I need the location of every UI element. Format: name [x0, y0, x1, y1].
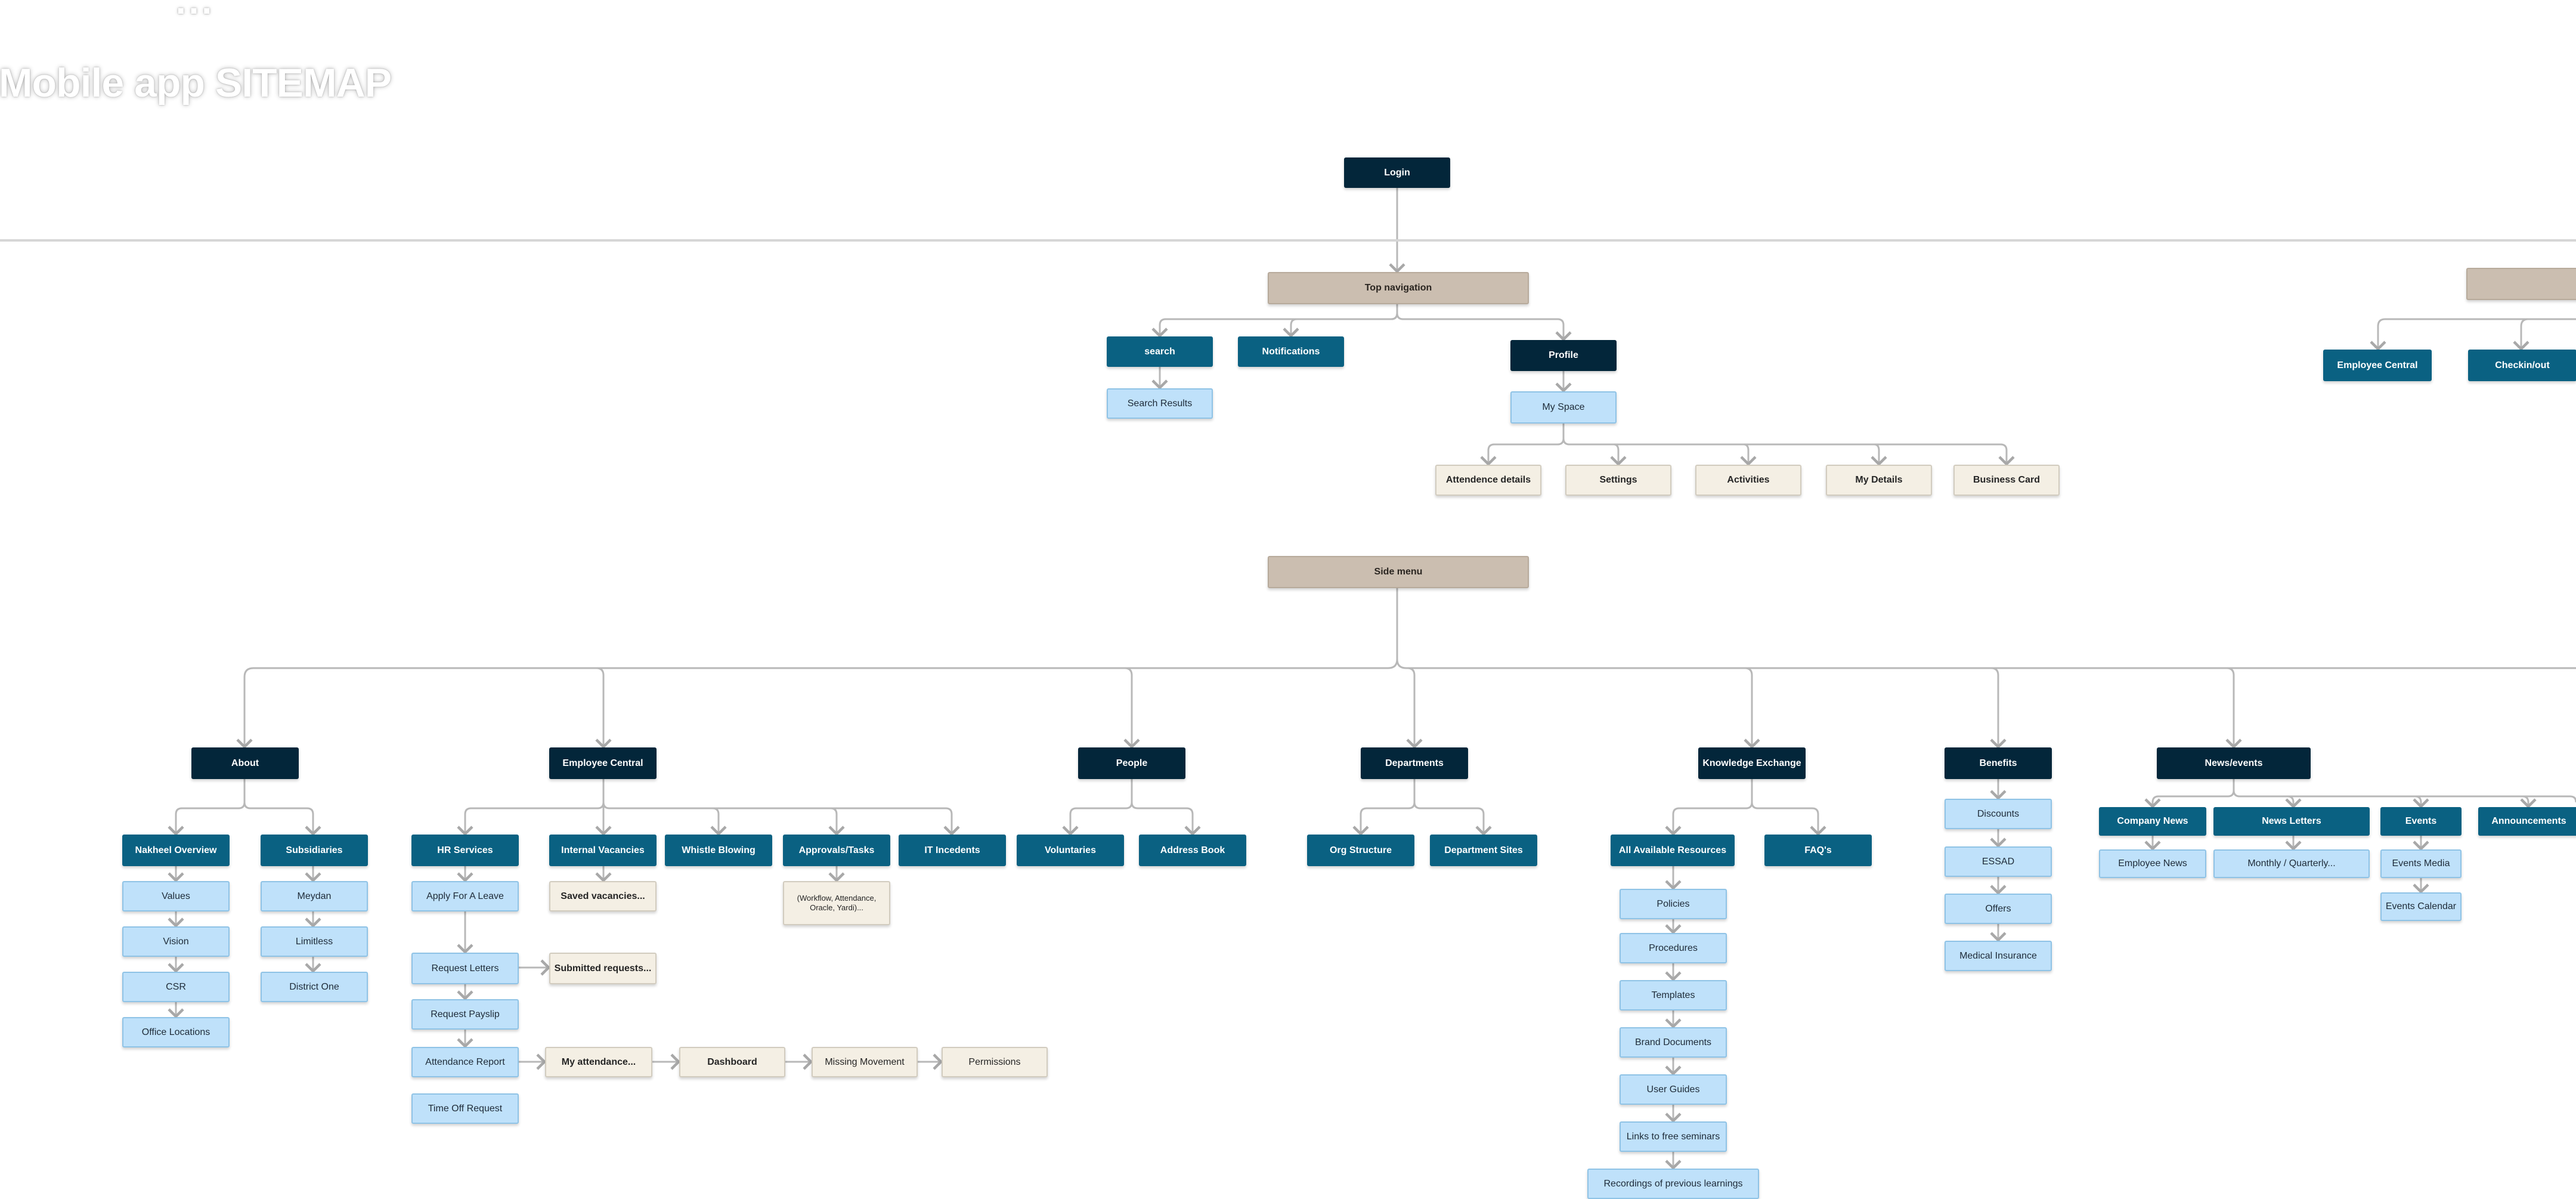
node-org-structure[interactable]: Org Structure — [1307, 835, 1414, 866]
node-attendence-details[interactable]: Attendence details — [1435, 465, 1541, 496]
node-people[interactable]: People — [1078, 747, 1185, 779]
node-profile[interactable]: Profile — [1510, 340, 1617, 371]
node-settings[interactable]: Settings — [1565, 465, 1671, 496]
node-search-results[interactable]: Search Results — [1107, 388, 1213, 419]
node-missing-movement[interactable]: Missing Movement — [812, 1047, 918, 1077]
node-request-payslip[interactable]: Request Payslip — [411, 999, 519, 1030]
node-my-details[interactable]: My Details — [1826, 465, 1932, 496]
node-news-letters[interactable]: News Letters — [2213, 807, 2370, 836]
node-employee-news[interactable]: Employee News — [2099, 849, 2206, 878]
node-benefits[interactable]: Benefits — [1945, 747, 2052, 779]
node-approvals-tasks[interactable]: Approvals/Tasks — [783, 835, 890, 866]
node-departments[interactable]: Departments — [1361, 747, 1468, 779]
node-side-menu[interactable]: Side menu — [1268, 556, 1529, 588]
node-my-attendance[interactable]: My attendance... — [545, 1047, 652, 1077]
node-apply-for-a-leave[interactable]: Apply For A Leave — [411, 881, 519, 911]
node-activities[interactable]: Activities — [1695, 465, 1801, 496]
node-events-media[interactable]: Events Media — [2380, 849, 2462, 878]
node-brand-documents[interactable]: Brand Documents — [1620, 1027, 1727, 1058]
node-limitless[interactable]: Limitless — [261, 926, 368, 957]
node-internal-vacancies[interactable]: Internal Vacancies — [549, 835, 657, 866]
node-hr-services[interactable]: HR Services — [411, 835, 519, 866]
node-procedures[interactable]: Procedures — [1620, 933, 1727, 963]
node-subsidiaries[interactable]: Subsidiaries — [261, 835, 368, 866]
node-announcements[interactable]: Announcements — [2478, 807, 2576, 836]
node-policies[interactable]: Policies — [1620, 889, 1727, 919]
node-all-available-resources[interactable]: All Available Resources — [1611, 835, 1735, 866]
node-employee-central[interactable]: Employee Central — [549, 747, 657, 779]
node-essad[interactable]: ESSAD — [1945, 846, 2052, 877]
node-employee-central-right[interactable]: Employee Central — [2323, 350, 2432, 381]
node-whistle-blowing[interactable]: Whistle Blowing — [665, 835, 772, 866]
node-meydan[interactable]: Meydan — [261, 881, 368, 911]
node-approvals-detail[interactable]: (Workflow, Attendance, Oracle, Yardi)... — [783, 881, 890, 925]
divider-line — [0, 239, 2576, 242]
node-office-locations[interactable]: Office Locations — [122, 1017, 230, 1047]
node-department-sites[interactable]: Department Sites — [1430, 835, 1537, 866]
node-faqs[interactable]: FAQ's — [1764, 835, 1872, 866]
node-request-letters[interactable]: Request Letters — [411, 953, 519, 984]
node-discounts[interactable]: Discounts — [1945, 799, 2052, 829]
node-medical-insurance[interactable]: Medical Insurance — [1945, 941, 2052, 971]
node-notifications[interactable]: Notifications — [1238, 336, 1344, 367]
node-district-one[interactable]: District One — [261, 972, 368, 1002]
sitemap-title: Mobile app SITEMAP — [0, 60, 392, 106]
node-vision[interactable]: Vision — [122, 926, 230, 957]
node-events-calendar[interactable]: Events Calendar — [2380, 892, 2462, 921]
node-it-incedents[interactable]: IT Incedents — [899, 835, 1006, 866]
node-user-guides[interactable]: User Guides — [1620, 1074, 1727, 1105]
node-checkin-out[interactable]: Checkin/out — [2468, 350, 2576, 381]
node-values[interactable]: Values — [122, 881, 230, 911]
node-monthly-quarterly[interactable]: Monthly / Quarterly... — [2213, 849, 2370, 878]
node-company-news[interactable]: Company News — [2099, 807, 2206, 836]
node-about[interactable]: About — [191, 747, 299, 779]
node-permissions[interactable]: Permissions — [942, 1047, 1048, 1077]
node-nakheel-overview[interactable]: Nakheel Overview — [122, 835, 230, 866]
node-csr[interactable]: CSR — [122, 972, 230, 1002]
node-voluntaries[interactable]: Voluntaries — [1017, 835, 1124, 866]
node-business-card[interactable]: Business Card — [1953, 465, 2060, 496]
node-templates[interactable]: Templates — [1620, 980, 1727, 1011]
node-my-space[interactable]: My Space — [1510, 391, 1617, 424]
node-dashboard[interactable]: Dashboard — [679, 1047, 785, 1077]
node-address-book[interactable]: Address Book — [1139, 835, 1246, 866]
node-submitted-requests[interactable]: Submitted requests... — [549, 953, 657, 984]
title-top: ... — [175, 0, 215, 22]
node-right-tan[interactable] — [2466, 268, 2576, 300]
node-search[interactable]: search — [1107, 336, 1213, 367]
node-time-off-request[interactable]: Time Off Request — [411, 1093, 519, 1124]
node-offers[interactable]: Offers — [1945, 894, 2052, 924]
node-news-events[interactable]: News/events — [2157, 747, 2311, 779]
node-saved-vacancies[interactable]: Saved vacancies... — [549, 881, 657, 911]
node-attendance-report[interactable]: Attendance Report — [411, 1047, 519, 1077]
node-knowledge-exchange[interactable]: Knowledge Exchange — [1698, 747, 1806, 779]
node-login[interactable]: Login — [1344, 157, 1450, 188]
node-links-free-seminars[interactable]: Links to free seminars — [1620, 1121, 1727, 1152]
node-recordings[interactable]: Recordings of previous learnings — [1587, 1169, 1759, 1199]
node-events[interactable]: Events — [2380, 807, 2462, 836]
node-top-navigation[interactable]: Top navigation — [1268, 272, 1529, 304]
